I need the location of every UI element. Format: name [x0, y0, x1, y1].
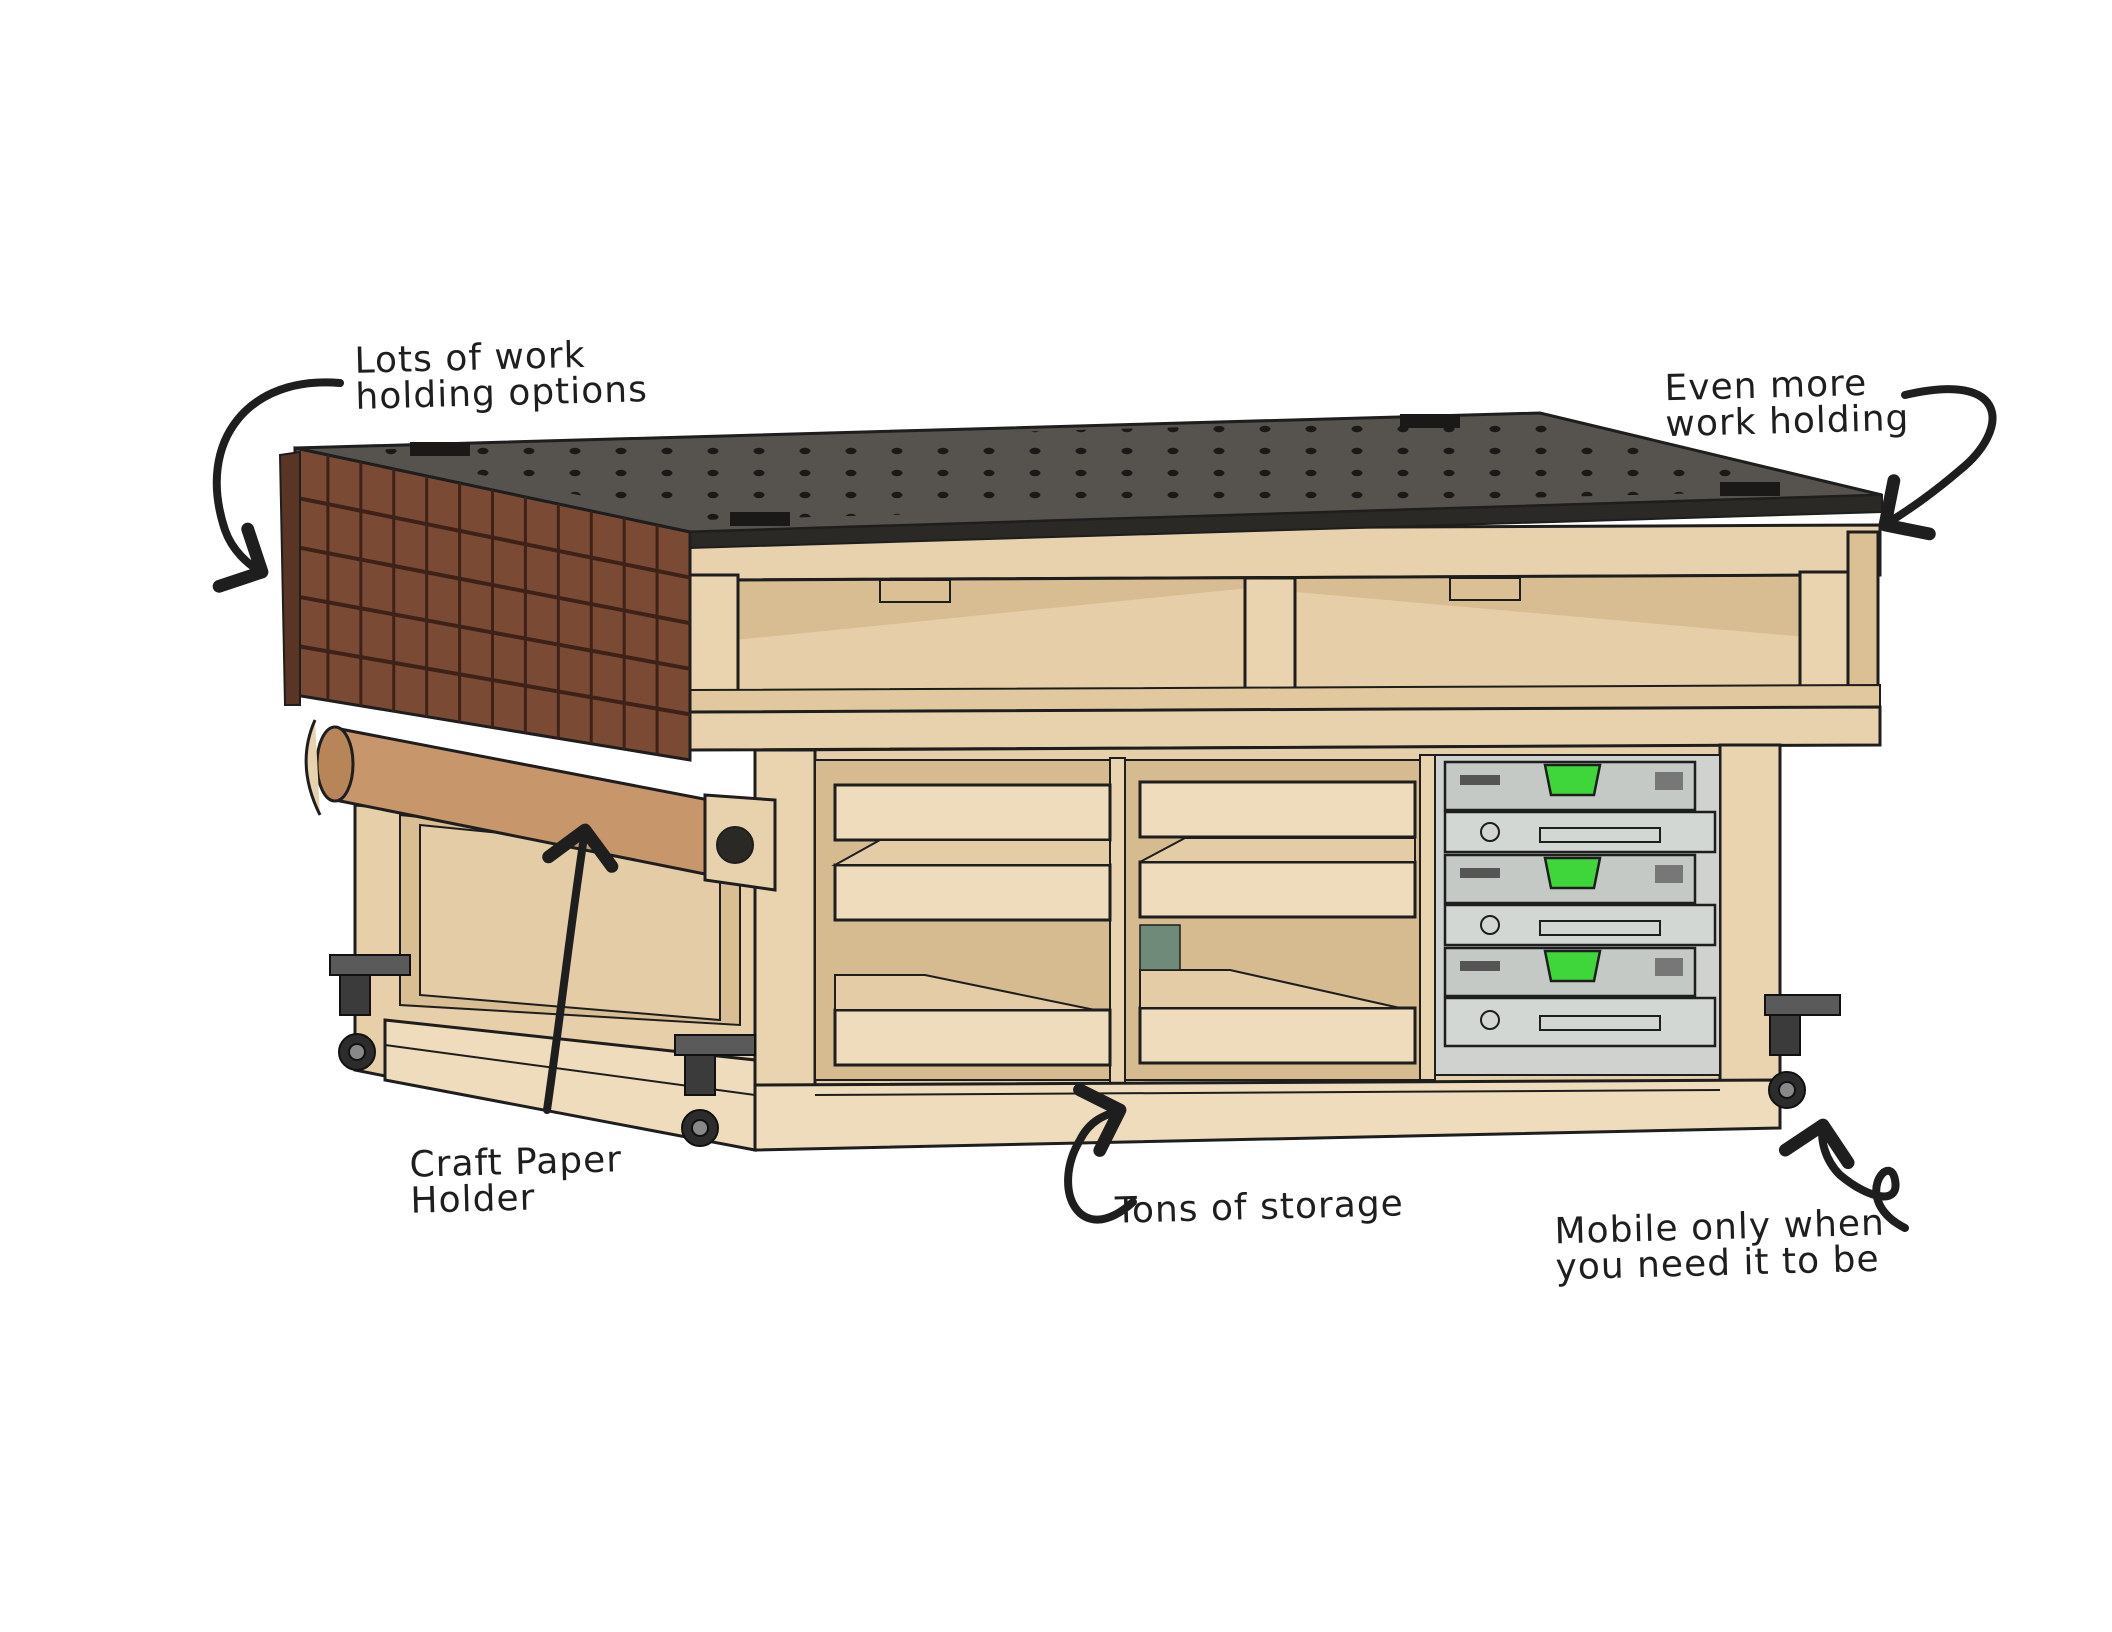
- arrow-icon: [1064, 1083, 1137, 1224]
- note-more-work-holding: Even more work holding: [1664, 363, 1910, 446]
- arrow-icon: [1778, 1118, 1909, 1232]
- mft-worktop: [294, 411, 1883, 550]
- walnut-slot-lines: [294, 455, 691, 755]
- walnut-grid-end: [278, 446, 692, 762]
- upper-shelf-frame: [688, 523, 1882, 752]
- note-paper-holder-line2: Holder: [409, 1177, 536, 1222]
- systainer-latch-icon: [1543, 763, 1602, 983]
- note-more-work-holding-line2: work holding: [1664, 397, 1910, 446]
- arrow-icon: [1878, 385, 1997, 541]
- note-paper-holder: Craft Paper Holder: [409, 1139, 623, 1222]
- caster-front-left: [329, 954, 411, 1071]
- systainer-stack: [1443, 760, 1717, 1048]
- caster-rear-right: [1764, 994, 1841, 1109]
- caster-front-right: [674, 1034, 756, 1147]
- drawers-middle-bay: [1138, 780, 1417, 1065]
- note-storage-line1: Tons of storage: [1114, 1183, 1405, 1232]
- note-mobile-line2: you need it to be: [1554, 1238, 1881, 1289]
- note-storage: Tons of storage: [1114, 1183, 1405, 1232]
- caster-icon: [329, 954, 1841, 1147]
- note-work-holding: Lots of work holding options: [354, 335, 649, 418]
- arrow-icon: [542, 823, 619, 1114]
- note-work-holding-line2: holding options: [354, 369, 649, 418]
- drawers-left-bay: [831, 783, 1112, 1067]
- craft-paper-roll: [304, 719, 777, 892]
- arrow-icon: [212, 378, 344, 593]
- note-mobile: Mobile only when you need it to be: [1554, 1203, 1886, 1289]
